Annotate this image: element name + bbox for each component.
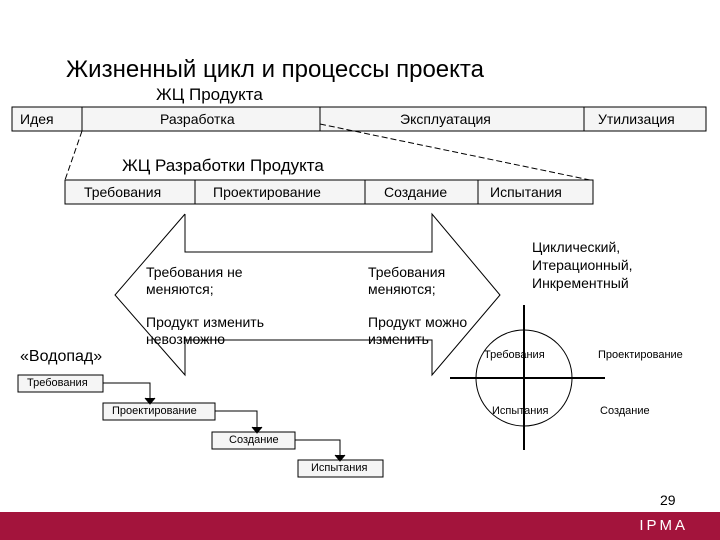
zoom-line-left (64, 130, 83, 181)
dev-lc-bar (64, 179, 594, 205)
footer-bar: IPMA (0, 512, 720, 540)
cycle-testing: Испытания (492, 405, 549, 417)
ipma-logo: IPMA (639, 517, 688, 534)
waterfall-connector-2 (215, 410, 258, 432)
cycle-requirements: Требования (484, 349, 545, 361)
waterfall-arrowhead-2 (251, 426, 263, 434)
waterfall-arrowhead-3 (334, 454, 346, 462)
comparison-arrow (114, 212, 501, 377)
waterfall-step-testing: Испытания (311, 462, 368, 474)
zoom-line-right (319, 123, 591, 181)
waterfall-label: «Водопад» (20, 348, 103, 365)
waterfall-step-design: Проектирование (112, 405, 197, 417)
dev-phase-testing: Испытания (490, 184, 562, 200)
left-text-2: Продукт изменить невозможно (146, 314, 264, 347)
dev-phase-design: Проектирование (213, 184, 321, 200)
waterfall-step-build: Создание (229, 434, 279, 446)
waterfall-connector-3 (295, 439, 341, 460)
product-lc-label: ЖЦ Продукта (156, 85, 263, 104)
dev-lc-label: ЖЦ Разработки Продукта (122, 156, 324, 175)
product-lc-bar (11, 106, 707, 132)
product-phase-operation: Эксплуатация (400, 111, 491, 127)
right-text-2: Продукт можно изменить (368, 314, 468, 347)
dev-phase-build: Создание (384, 184, 448, 200)
dev-phase-requirements: Требования (84, 184, 162, 200)
cycle-design: Проектирование (598, 349, 683, 361)
product-phase-disposal: Утилизация (598, 111, 675, 127)
iterative-label: Циклический, Итерационный, Инкрементный (532, 239, 633, 291)
waterfall-connector-1 (103, 382, 151, 403)
left-text-1: Требования не меняются; (146, 264, 243, 297)
slide-number: 29 (660, 492, 676, 508)
product-phase-development: Разработка (160, 111, 235, 127)
cycle-build: Создание (600, 405, 650, 417)
waterfall-step-requirements: Требования (27, 377, 88, 389)
product-phase-idea: Идея (20, 111, 54, 127)
page-title: Жизненный цикл и процессы проекта (66, 56, 484, 83)
right-text-1: Требования меняются; (368, 264, 446, 297)
waterfall-arrowhead-1 (144, 397, 156, 405)
